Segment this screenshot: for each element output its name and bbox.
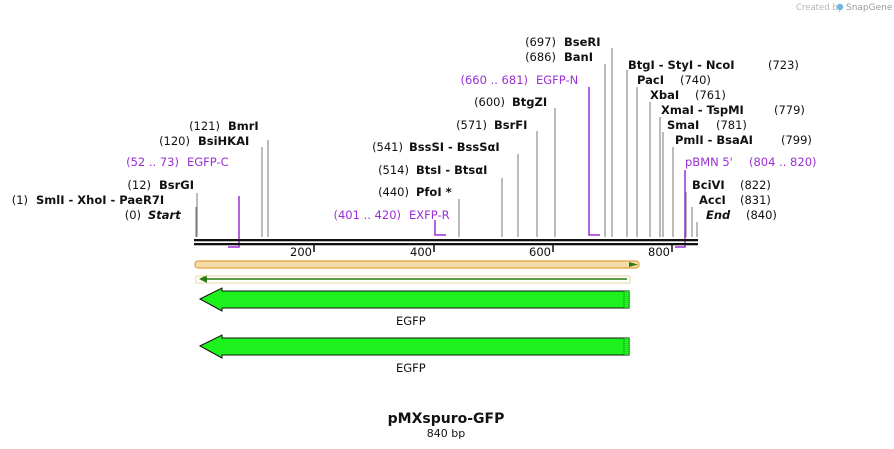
snapgene-logo-icon [836, 3, 844, 11]
primer-name: EGFP-N [536, 73, 578, 87]
marker-name: Start [148, 208, 181, 222]
site-pos: (121) [189, 119, 220, 133]
site-name: PfoI * [416, 185, 452, 199]
site-pos: (822) [740, 178, 771, 192]
site-pos: (697) [525, 35, 556, 49]
sequence-backbone [194, 239, 698, 246]
site-name: XmaI - TspMI [661, 103, 744, 117]
site-labels-left: (697) BseRI (686) BanI (660 .. 681) EGFP… [12, 35, 601, 222]
credit-prefix: Created by [796, 3, 843, 13]
credit-brand: SnapGene [846, 3, 893, 13]
site-name: BsrGI [159, 178, 194, 192]
site-pos: (781) [716, 118, 747, 132]
site-pos: (440) [378, 185, 409, 199]
site-name: BseRI [564, 35, 601, 49]
site-name: PacI [637, 73, 664, 87]
site-name: BtsI - BtsαI [416, 163, 487, 177]
site-name: BsrFI [494, 118, 527, 132]
marker-pos: (0) [125, 208, 141, 222]
site-pos: (723) [768, 58, 799, 72]
site-name: AccI [699, 193, 726, 207]
feature-egfp-1[interactable] [198, 287, 630, 312]
primer-name: pBMN 5' [685, 155, 733, 169]
map-length: 840 bp [427, 427, 465, 440]
site-pos: (831) [740, 193, 771, 207]
primer-egfp-n [588, 87, 600, 236]
primer-exfp-r [434, 220, 446, 236]
site-name: BciVI [692, 178, 725, 192]
primer-pbmn5 [675, 170, 686, 248]
tick-label-400: 400 [410, 245, 432, 259]
site-pos: (686) [525, 50, 556, 64]
primer-name: EXFP-R [409, 208, 450, 222]
site-pos: (541) [372, 140, 403, 154]
site-name: BtgZI [512, 95, 547, 109]
site-pos: (600) [474, 95, 505, 109]
site-pos: (761) [695, 88, 726, 102]
primer-pos: (401 .. 420) [334, 208, 402, 222]
marker-pos: (840) [746, 208, 777, 222]
primer-egfp-c [228, 196, 240, 248]
tick-label-200: 200 [290, 245, 312, 259]
tick-label-600: 600 [529, 245, 551, 259]
primer-markers [228, 87, 686, 248]
feature-egfp-2[interactable] [198, 334, 630, 359]
site-name: BsiHKAI [198, 134, 249, 148]
feature-label-egfp-1: EGFP [396, 314, 426, 328]
site-name: SmlI - XhoI - PaeR7I [36, 193, 164, 207]
site-name: BssSI - BssSαI [409, 140, 500, 154]
site-name: BmrI [228, 119, 259, 133]
primer-pos: (804 .. 820) [749, 155, 817, 169]
feature-label-egfp-2: EGFP [396, 361, 426, 375]
site-pos: (799) [781, 133, 812, 147]
ruler: 200 400 600 800 [290, 245, 673, 259]
site-name: BanI [564, 50, 593, 64]
site-name: BtgI - StyI - NcoI [628, 58, 735, 72]
map-title: pMXspuro-GFP [388, 411, 505, 427]
primer-pos: (52 .. 73) [126, 155, 179, 169]
site-name: SmaI [667, 118, 699, 132]
primer-pos: (660 .. 681) [461, 73, 529, 87]
marker-name: End [706, 208, 731, 222]
site-name: XbaI [650, 88, 679, 102]
orf-bar[interactable] [194, 260, 640, 269]
orf-arrow-reverse [195, 275, 631, 284]
tick-label-800: 800 [648, 245, 670, 259]
site-pos: (740) [680, 73, 711, 87]
site-pos: (1) [12, 193, 28, 207]
site-labels-right: BtgI - StyI - NcoI (723) PacI (740) XbaI… [628, 58, 817, 222]
site-pos: (779) [774, 103, 805, 117]
cut-site-lines [195, 48, 698, 237]
site-name: PmlI - BsaAI [675, 133, 753, 147]
site-pos: (12) [127, 178, 151, 192]
site-pos: (514) [378, 163, 409, 177]
primer-name: EGFP-C [187, 155, 229, 169]
site-pos: (571) [456, 118, 487, 132]
site-pos: (120) [159, 134, 190, 148]
